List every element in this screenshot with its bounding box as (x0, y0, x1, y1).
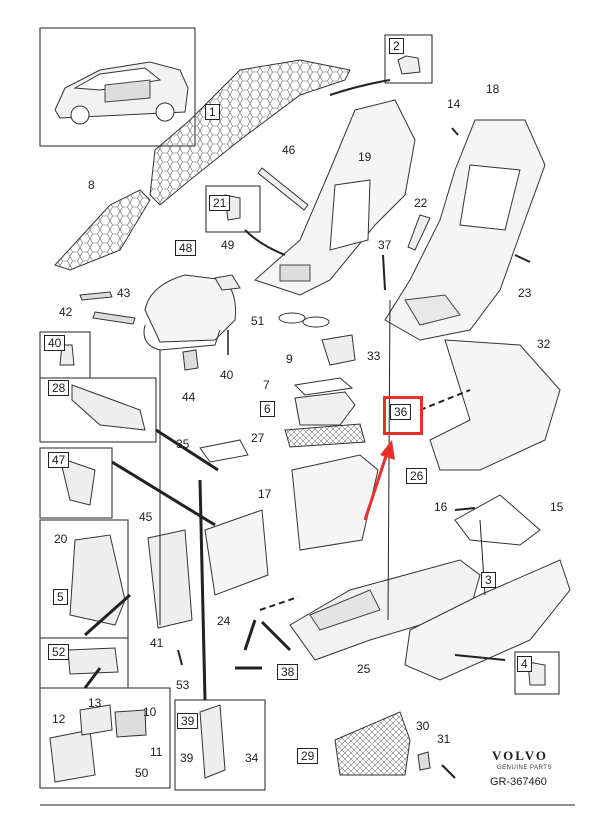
callout-51: 51 (251, 314, 265, 328)
callout-13: 13 (88, 696, 102, 710)
callout-12: 12 (52, 712, 66, 726)
callout-5: 5 (53, 589, 68, 605)
callout-26: 26 (406, 468, 428, 484)
callout-4: 4 (517, 656, 532, 672)
callout-25: 25 (357, 662, 371, 676)
callout-2: 2 (389, 38, 404, 54)
callout-36: 36 (390, 404, 412, 420)
callout-19: 19 (358, 150, 372, 164)
callout-24: 24 (217, 614, 231, 628)
callout-35: 35 (176, 437, 190, 451)
callout-8: 8 (88, 178, 95, 192)
callout-3: 3 (481, 572, 496, 588)
callout-49: 49 (221, 238, 235, 252)
callout-28: 28 (48, 380, 70, 396)
part-18-bezel (384, 119, 546, 341)
callout-20: 20 (54, 532, 68, 546)
callout-42: 42 (59, 305, 73, 319)
vehicle-thumbnail (39, 27, 196, 147)
part-25-console-body (289, 559, 481, 661)
callout-34: 34 (245, 751, 259, 765)
callout-18: 18 (486, 82, 500, 96)
callout-50: 50 (135, 766, 149, 780)
callout-29: 29 (297, 748, 319, 764)
callout-45: 45 (139, 510, 153, 524)
callout-6: 6 (260, 401, 275, 417)
callout-40: 40 (220, 368, 234, 382)
callout-44: 44 (182, 390, 196, 404)
callout-33: 33 (367, 349, 381, 363)
callout-10: 10 (143, 705, 157, 719)
callout-17: 17 (258, 487, 272, 501)
callout-21: 21 (209, 195, 231, 211)
callout-48: 48 (175, 240, 197, 256)
callout-38: 38 (277, 664, 299, 680)
callout-22: 22 (414, 196, 428, 210)
callout-53: 53 (176, 678, 190, 692)
callout-15: 15 (550, 500, 564, 514)
callout-9: 9 (286, 352, 293, 366)
part-19-bezel (254, 99, 416, 296)
highlight-box (383, 396, 423, 435)
callout-41: 41 (150, 636, 164, 650)
callout-39: 39 (180, 751, 194, 765)
callout-37: 37 (378, 238, 392, 252)
callout-1: 1 (205, 104, 220, 120)
callout-31: 31 (437, 732, 451, 746)
part-8-panel (54, 189, 151, 271)
brand-logo: VOLVO (492, 748, 548, 763)
diagram-reference: GR-367460 (490, 776, 547, 788)
part-1-side-panel (149, 59, 351, 206)
callout-43: 43 (117, 286, 131, 300)
callout-7: 7 (263, 378, 270, 392)
callout-14: 14 (447, 97, 461, 111)
callout-32: 32 (537, 337, 551, 351)
callout-27: 27 (251, 431, 265, 445)
callout-30: 30 (416, 719, 430, 733)
callout-46: 46 (282, 143, 296, 157)
callout-23: 23 (518, 286, 532, 300)
brand-subtitle: GENUINE PARTS (497, 765, 552, 771)
callout-40-box: 40 (44, 335, 66, 351)
callout-52: 52 (48, 644, 70, 660)
callout-16: 16 (434, 500, 448, 514)
highlight-arrow (363, 440, 395, 521)
callout-11: 11 (150, 745, 163, 759)
callout-39-box: 39 (177, 713, 199, 729)
callout-47: 47 (48, 452, 70, 468)
